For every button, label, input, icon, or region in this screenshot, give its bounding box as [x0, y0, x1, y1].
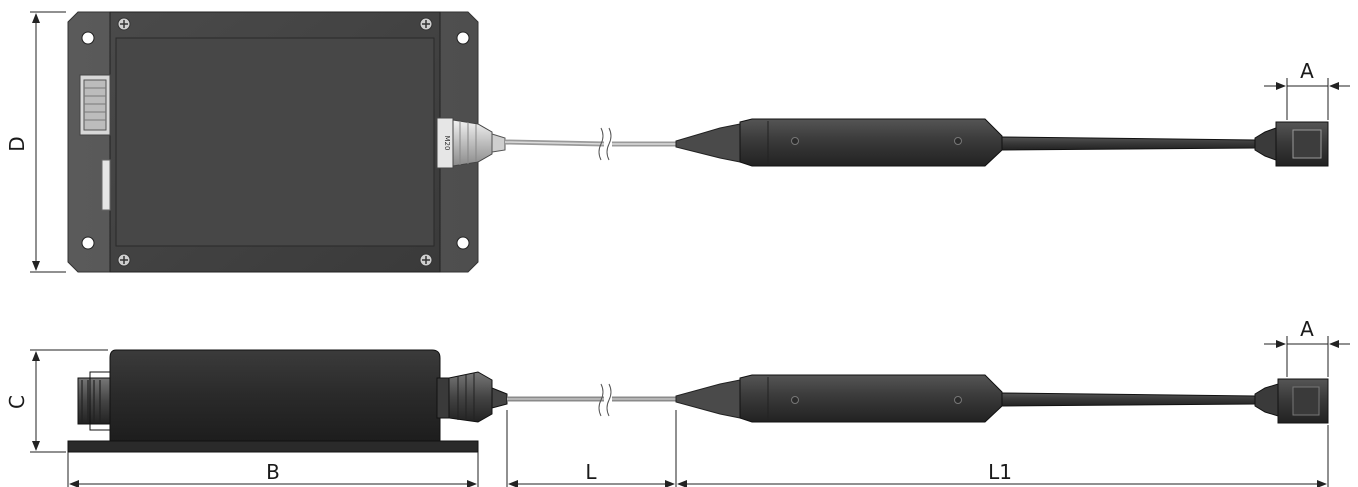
lid-screw — [419, 253, 433, 267]
mounting-hole — [456, 236, 470, 250]
lid-screw — [117, 17, 131, 31]
sensor-window-side — [1292, 386, 1320, 416]
top-view: M20 — [67, 11, 1329, 273]
cable-gland-side — [436, 371, 508, 423]
side-connector-side — [77, 371, 111, 431]
lid-screw — [419, 17, 433, 31]
base-plate — [67, 440, 479, 453]
mounting-hole — [456, 31, 470, 45]
label-d: D — [5, 136, 29, 151]
probe-top — [675, 118, 1329, 167]
dimension-l1 — [677, 425, 1329, 487]
side-connector-top — [79, 74, 111, 136]
label-a-top: A — [1300, 59, 1314, 83]
label-l1: L1 — [988, 460, 1012, 484]
side-latch — [101, 159, 111, 211]
label-l: L — [585, 460, 597, 484]
dimension-b — [67, 452, 479, 487]
probe-side — [675, 374, 1329, 424]
lid-screw — [117, 253, 131, 267]
sensor-window — [1292, 129, 1322, 159]
housing-lid — [115, 37, 435, 247]
dimension-l — [506, 410, 677, 487]
cable-break-top — [598, 127, 612, 161]
dimension-c — [30, 349, 108, 453]
side-view — [67, 349, 1329, 453]
gland-marking: M20 — [443, 136, 451, 151]
dimension-d — [30, 11, 66, 273]
mounting-hole — [81, 31, 95, 45]
cable-gland-top: M20 — [436, 117, 506, 169]
cable-break-side — [598, 383, 612, 417]
label-a-side: A — [1300, 317, 1314, 341]
dimension-a-side — [1264, 336, 1350, 377]
label-b: B — [266, 460, 280, 484]
dimensions — [30, 11, 1350, 487]
dimension-a-top — [1264, 78, 1350, 120]
housing-body-side — [109, 349, 441, 442]
mounting-hole — [81, 236, 95, 250]
label-c: C — [5, 395, 29, 409]
